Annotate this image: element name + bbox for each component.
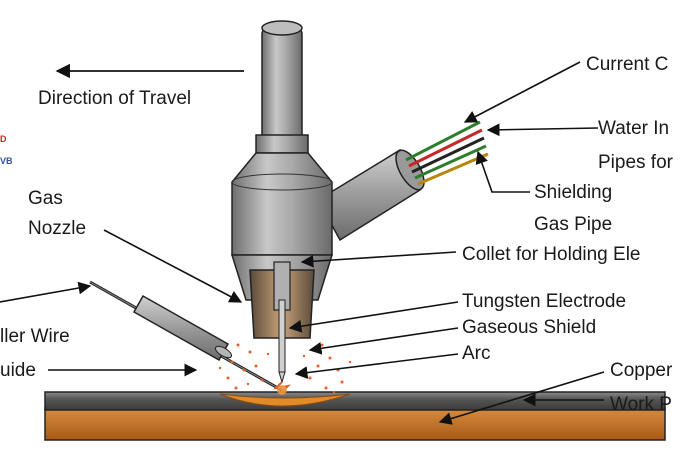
label-collet: Collet for Holding Ele — [462, 244, 640, 265]
torch-head — [231, 152, 333, 256]
label-filler-wire: ller Wire — [0, 326, 70, 347]
work-piece — [44, 391, 666, 411]
weld-pool — [219, 393, 351, 407]
label-gas-pipe: Gas Pipe — [534, 214, 612, 235]
torch-handle — [255, 20, 309, 159]
watermark-line-2: VB — [0, 156, 13, 166]
copper-backing — [44, 407, 666, 441]
leader-lines — [0, 61, 605, 425]
tungsten-electrode — [278, 299, 286, 384]
label-direction-of-travel: Direction of Travel — [38, 88, 191, 109]
label-shielding: Shielding — [534, 182, 612, 203]
label-guide: uide — [0, 360, 36, 381]
label-copper: Copper — [610, 360, 673, 381]
label-gaseous-shield: Gaseous Shield — [462, 317, 596, 338]
label-arc: Arc — [462, 343, 491, 364]
label-water-in: Water In — [598, 118, 669, 139]
label-current-c: Current C — [586, 54, 668, 75]
watermark-line-1: D — [0, 134, 7, 144]
arc — [273, 381, 291, 395]
label-nozzle: Nozzle — [28, 218, 86, 239]
label-tungsten-electrode: Tungsten Electrode — [462, 291, 626, 312]
label-gas: Gas — [28, 188, 63, 209]
cable-hose — [316, 120, 489, 242]
label-pipes-for: Pipes for — [598, 152, 674, 173]
gaseous-shield-sparks — [218, 343, 352, 394]
label-work-p: Work P — [610, 394, 672, 415]
filler-wire-guide — [132, 294, 233, 362]
